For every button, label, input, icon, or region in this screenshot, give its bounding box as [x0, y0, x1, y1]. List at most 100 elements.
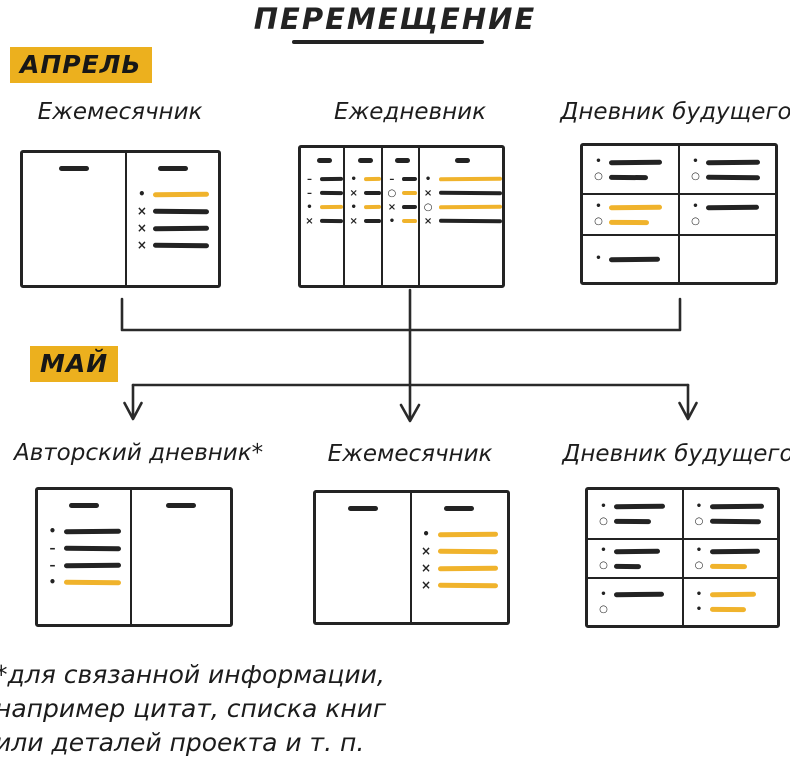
page-title-mark: [347, 506, 378, 511]
footnote-line: или деталей проекта и т. п.: [0, 728, 365, 757]
list-item: –: [387, 173, 418, 185]
notebook-page: • × • ×: [343, 148, 382, 285]
entry-list: •×○×: [423, 173, 502, 227]
notebook-page: [23, 153, 125, 285]
entry-line: [608, 204, 663, 210]
bullet-marker: •: [692, 201, 699, 213]
list-item: ×: [349, 187, 382, 199]
list-item: ×: [136, 221, 210, 235]
entry-line: [63, 546, 122, 551]
bullet-marker: ○: [594, 216, 603, 228]
entry-list: •×××: [136, 188, 210, 251]
bullet-marker: ○: [599, 515, 608, 527]
entry-list: •––•: [47, 525, 122, 588]
entry-list: •×××: [421, 528, 499, 592]
grid-row: •○•○: [583, 192, 775, 234]
list-item: –: [305, 187, 344, 199]
header-may-monthly: Ежемесячник: [327, 441, 493, 467]
entry-line: [402, 176, 418, 182]
center-arrowhead: [399, 403, 421, 423]
bullet-marker: •: [695, 589, 703, 601]
list-item: •: [349, 201, 382, 213]
bullet-marker: ○: [387, 187, 397, 199]
entry-line: [319, 218, 344, 224]
bullet-marker: –: [49, 541, 56, 555]
bullet-marker: ×: [423, 215, 433, 227]
notebook-page: [316, 493, 410, 622]
list-item: ○: [599, 605, 671, 615]
bullet-marker: ○: [594, 171, 603, 183]
grid-cell: ••: [681, 579, 778, 625]
entry-line: [613, 592, 665, 598]
entry-line: [437, 548, 499, 555]
entry-line: [319, 176, 344, 182]
list-item: •: [599, 501, 671, 511]
bullet-marker: ×: [136, 204, 147, 218]
list-item: ×: [387, 202, 418, 212]
bullet-marker: •: [600, 589, 607, 601]
list-item: •: [599, 589, 671, 601]
list-item: •: [691, 201, 764, 213]
bullet-marker: –: [307, 187, 312, 199]
entry-line: [705, 159, 761, 165]
list-item: ×: [349, 216, 382, 226]
list-item: •: [349, 173, 382, 185]
list-item: –: [47, 541, 122, 555]
entry-line: [319, 190, 344, 196]
entry-line: [364, 190, 382, 196]
bullet-marker: •: [350, 173, 357, 185]
entry-line: [709, 592, 756, 598]
bullet-marker: •: [350, 201, 357, 213]
bullet-marker: •: [424, 173, 432, 185]
list-item: ○: [594, 216, 667, 228]
grid-row: •: [583, 233, 775, 282]
entry-line: [437, 531, 499, 538]
entry-line: [153, 243, 210, 248]
grid-cell: •○: [588, 579, 682, 625]
list-item: •: [47, 576, 122, 588]
bullet-marker: ×: [305, 215, 314, 227]
bullet-marker: •: [595, 201, 602, 213]
notebook-page: [130, 490, 230, 624]
page-title-mark: [59, 166, 90, 171]
list-item: •: [305, 202, 344, 212]
grid-cell: •○: [583, 195, 678, 234]
bullet-marker: –: [307, 173, 312, 185]
list-item: ○: [594, 171, 667, 183]
grid-cell: •: [583, 236, 678, 282]
notebook-page: •×××: [125, 153, 218, 285]
page-title-mark: [157, 166, 188, 171]
list-item: •: [387, 216, 418, 226]
entry-line: [613, 519, 652, 524]
bullet-marker: ×: [349, 187, 358, 199]
bullet-marker: –: [389, 173, 395, 185]
entry-list: – – • ×: [305, 173, 344, 227]
list-item: ×: [421, 578, 499, 592]
gather-line: [120, 297, 682, 332]
header-april-monthly: Ежемесячник: [37, 99, 203, 125]
bullet-marker: ×: [421, 578, 432, 592]
page-title-mark: [357, 158, 373, 163]
list-item: ○: [387, 187, 418, 199]
list-item: ○: [691, 172, 764, 182]
bullet-marker: •: [600, 545, 607, 557]
entry-line: [63, 562, 122, 569]
list-item: ×: [136, 239, 210, 251]
entry-line: [437, 565, 499, 572]
bullet-marker: –: [49, 558, 56, 572]
notebook-page: •×○×: [417, 148, 502, 285]
entry-line: [709, 563, 747, 569]
entry-line: [705, 204, 759, 210]
bullet-marker: •: [695, 545, 703, 557]
entry-line: [63, 528, 122, 535]
april-label: АПРЕЛЬ: [10, 47, 152, 83]
notebook-page: •×××: [409, 493, 507, 622]
bullet-marker: ×: [136, 221, 147, 235]
entry-line: [364, 218, 382, 224]
bullet-marker: ○: [599, 560, 608, 572]
header-may-future: Дневник будущего: [562, 441, 790, 467]
grid-cell: •○: [588, 490, 682, 538]
entry-line: [705, 174, 761, 180]
may-label: МАЙ: [30, 346, 119, 382]
